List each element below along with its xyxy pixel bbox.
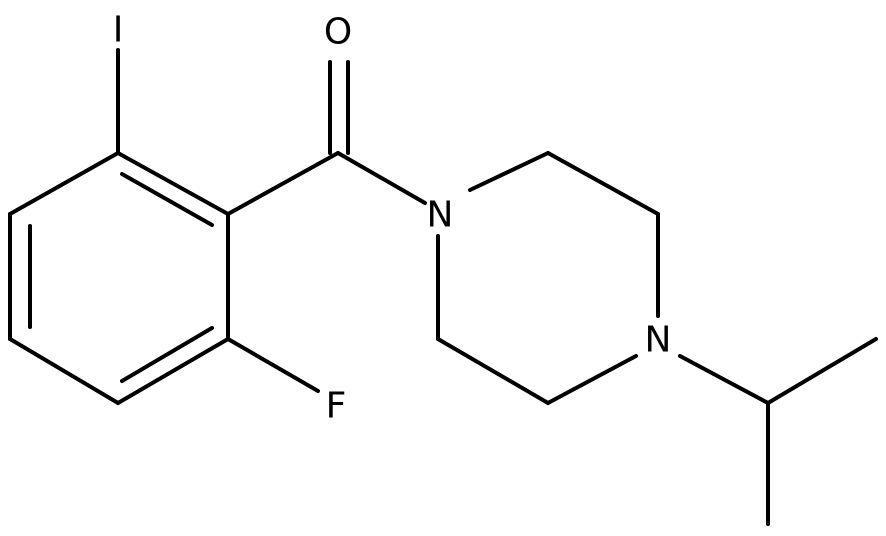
atom-label-iodine: I (113, 10, 124, 51)
bond-c3-fluorine (226, 337, 320, 393)
atom-label-fluorine: F (326, 386, 347, 427)
piperazine-bond-ca-cb (546, 151, 660, 216)
ring-bond-c4-c5 (8, 337, 120, 405)
ring-bond-c1-c2-inner (120, 172, 214, 227)
atom-label-nitrogen-amide: N (427, 195, 454, 236)
bond-n4-isopropyl (678, 354, 770, 405)
atom-label-nitrogen-amine: N (645, 320, 672, 361)
piperazine-bond-n1-ca (468, 151, 550, 192)
benzene-ring (8, 151, 230, 405)
piperazine-ring (436, 151, 660, 405)
atom-label-oxygen: O (324, 12, 352, 53)
bond-carbonyl-nitrogen (336, 151, 427, 205)
bond-isopropyl-methyl-upper (766, 337, 878, 405)
bond-ring-carbonyl (226, 151, 340, 216)
ring-bond-c6-c1 (8, 151, 120, 216)
ring-bond-c3-c4-inner (120, 326, 214, 383)
piperazine-bond-n4-cc (546, 354, 638, 405)
ring-bond-c3-c4 (116, 337, 230, 405)
piperazine-bond-cc-cd (436, 337, 550, 405)
ring-bond-c1-c2 (116, 151, 230, 216)
